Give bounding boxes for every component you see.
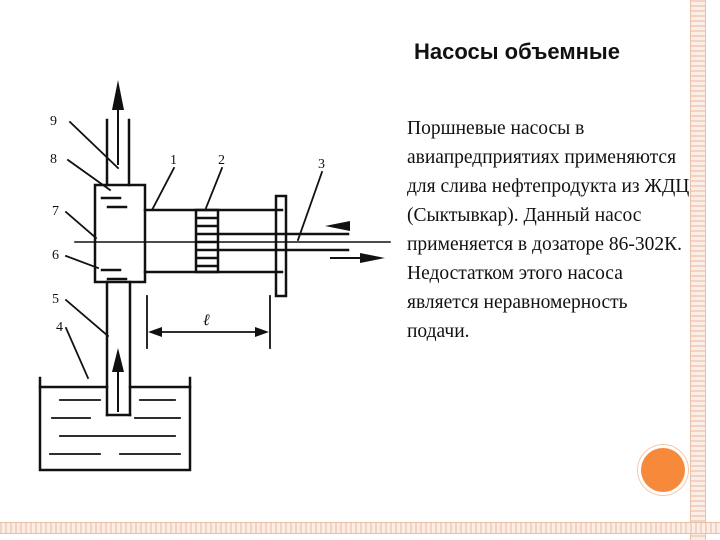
rod-arrow-right-icon (360, 253, 385, 263)
leader-lines (64, 120, 324, 380)
suction-arrow-icon (112, 348, 124, 372)
decorative-border-right (690, 0, 706, 540)
label-5: 5 (52, 292, 59, 307)
label-1: 1 (170, 153, 177, 168)
piston-pump-diagram: 9 8 7 6 5 4 1 2 3 ℓ (38, 80, 391, 472)
decorative-orange-circle (641, 448, 685, 492)
label-4: 4 (56, 320, 63, 335)
label-2: 2 (218, 153, 225, 168)
discharge-pipe (105, 118, 131, 187)
tank (38, 376, 192, 472)
slide-title: Насосы объемные (414, 39, 620, 64)
dimension-arrow-right-icon (255, 327, 269, 337)
label-8: 8 (50, 152, 57, 167)
rod-arrow-left-icon (325, 221, 350, 231)
suction-pipe (105, 280, 132, 417)
label-9: 9 (50, 114, 57, 129)
label-length: ℓ (203, 312, 210, 329)
slide-body-text: Поршневые насосы в авиапредприятиях прим… (407, 118, 690, 342)
stroke-length-dimension (146, 295, 271, 349)
label-6: 6 (52, 248, 59, 263)
piston (194, 208, 220, 274)
discharge-arrow-icon (112, 80, 124, 110)
valve-box (93, 183, 147, 284)
decorative-border-bottom (0, 522, 720, 534)
label-7: 7 (52, 204, 59, 219)
dimension-arrow-left-icon (148, 327, 162, 337)
liquid-level-lines (49, 399, 181, 455)
label-3: 3 (318, 157, 325, 172)
piston-rod (216, 232, 350, 252)
